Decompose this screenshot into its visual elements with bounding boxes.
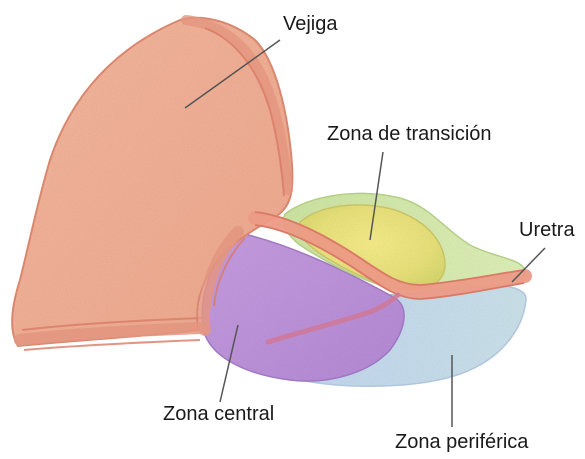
label-zona-transicion: Zona de transición: [327, 124, 492, 144]
label-uretra: Uretra: [519, 220, 575, 240]
label-zona-central: Zona central: [163, 404, 274, 424]
label-zona-periferica: Zona periférica: [395, 432, 528, 452]
label-vejiga: Vejiga: [283, 14, 338, 34]
